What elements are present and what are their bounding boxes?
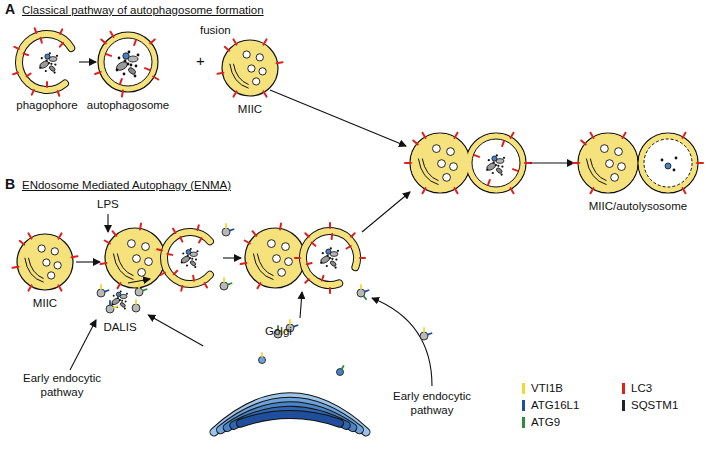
organelle-node: MIIC xyxy=(17,234,73,290)
panel-letter: A xyxy=(5,1,15,17)
legend-text: ATG9 xyxy=(531,416,560,428)
organelle-label: MIIC/autolysosome xyxy=(589,200,687,212)
arrow-connector xyxy=(148,315,203,346)
annotation: + xyxy=(196,52,205,69)
organelle-label: autophagosome xyxy=(87,99,169,111)
organelle-label: phagophore xyxy=(16,99,77,111)
organelle-shape xyxy=(98,32,158,92)
organelle-shape xyxy=(17,32,77,92)
organelle-node: MIIC xyxy=(222,40,278,96)
legend-entry: LC3 xyxy=(622,382,652,394)
legend-swatch xyxy=(622,383,625,394)
organelle-label: MIIC xyxy=(238,103,262,115)
legend-swatch xyxy=(622,400,625,411)
arrow-connector xyxy=(79,61,96,62)
annotation: LPS xyxy=(97,198,119,210)
legend-entry: VTI1B xyxy=(522,382,563,394)
legend-swatch xyxy=(522,417,525,428)
organelle-node: phagophore xyxy=(17,32,77,92)
legend-text: VTI1B xyxy=(531,382,563,394)
organelle-shape xyxy=(92,284,148,314)
organelle-label: MIIC xyxy=(33,297,57,309)
panel-letter: B xyxy=(5,176,15,192)
legend-swatch xyxy=(522,383,525,394)
legend-text: LC3 xyxy=(631,382,652,394)
legend-entry: ATG9 xyxy=(522,416,560,428)
organelle-shape xyxy=(222,40,278,96)
organelle-node: Golgi xyxy=(205,345,375,445)
organelle-shape xyxy=(205,345,375,445)
organelle-label: DALIS xyxy=(103,321,136,333)
organelle-shape xyxy=(17,234,73,290)
organelle-node: MIIC/autolysosome xyxy=(578,133,698,193)
annotation: fusion xyxy=(200,24,231,36)
legend-swatch xyxy=(522,400,525,411)
legend-entry: ATG16L1 xyxy=(522,399,579,411)
annotation: Early endocytic pathway xyxy=(14,372,110,400)
annotation: Early endocytic pathway xyxy=(384,390,480,418)
legend-entry: SQSTM1 xyxy=(622,399,678,411)
panel-title: ENdosome Mediated Autophagy (ENMA) xyxy=(22,179,231,191)
organelle-shape xyxy=(578,133,698,193)
organelle-node: DALIS xyxy=(92,284,148,314)
panel-title: Classical pathway of autophagosome forma… xyxy=(22,4,264,16)
organelle-label: Golgi xyxy=(265,325,292,337)
legend-text: ATG16L1 xyxy=(531,399,579,411)
legend-text: SQSTM1 xyxy=(631,399,678,411)
organelle-node: autophagosome xyxy=(98,32,158,92)
